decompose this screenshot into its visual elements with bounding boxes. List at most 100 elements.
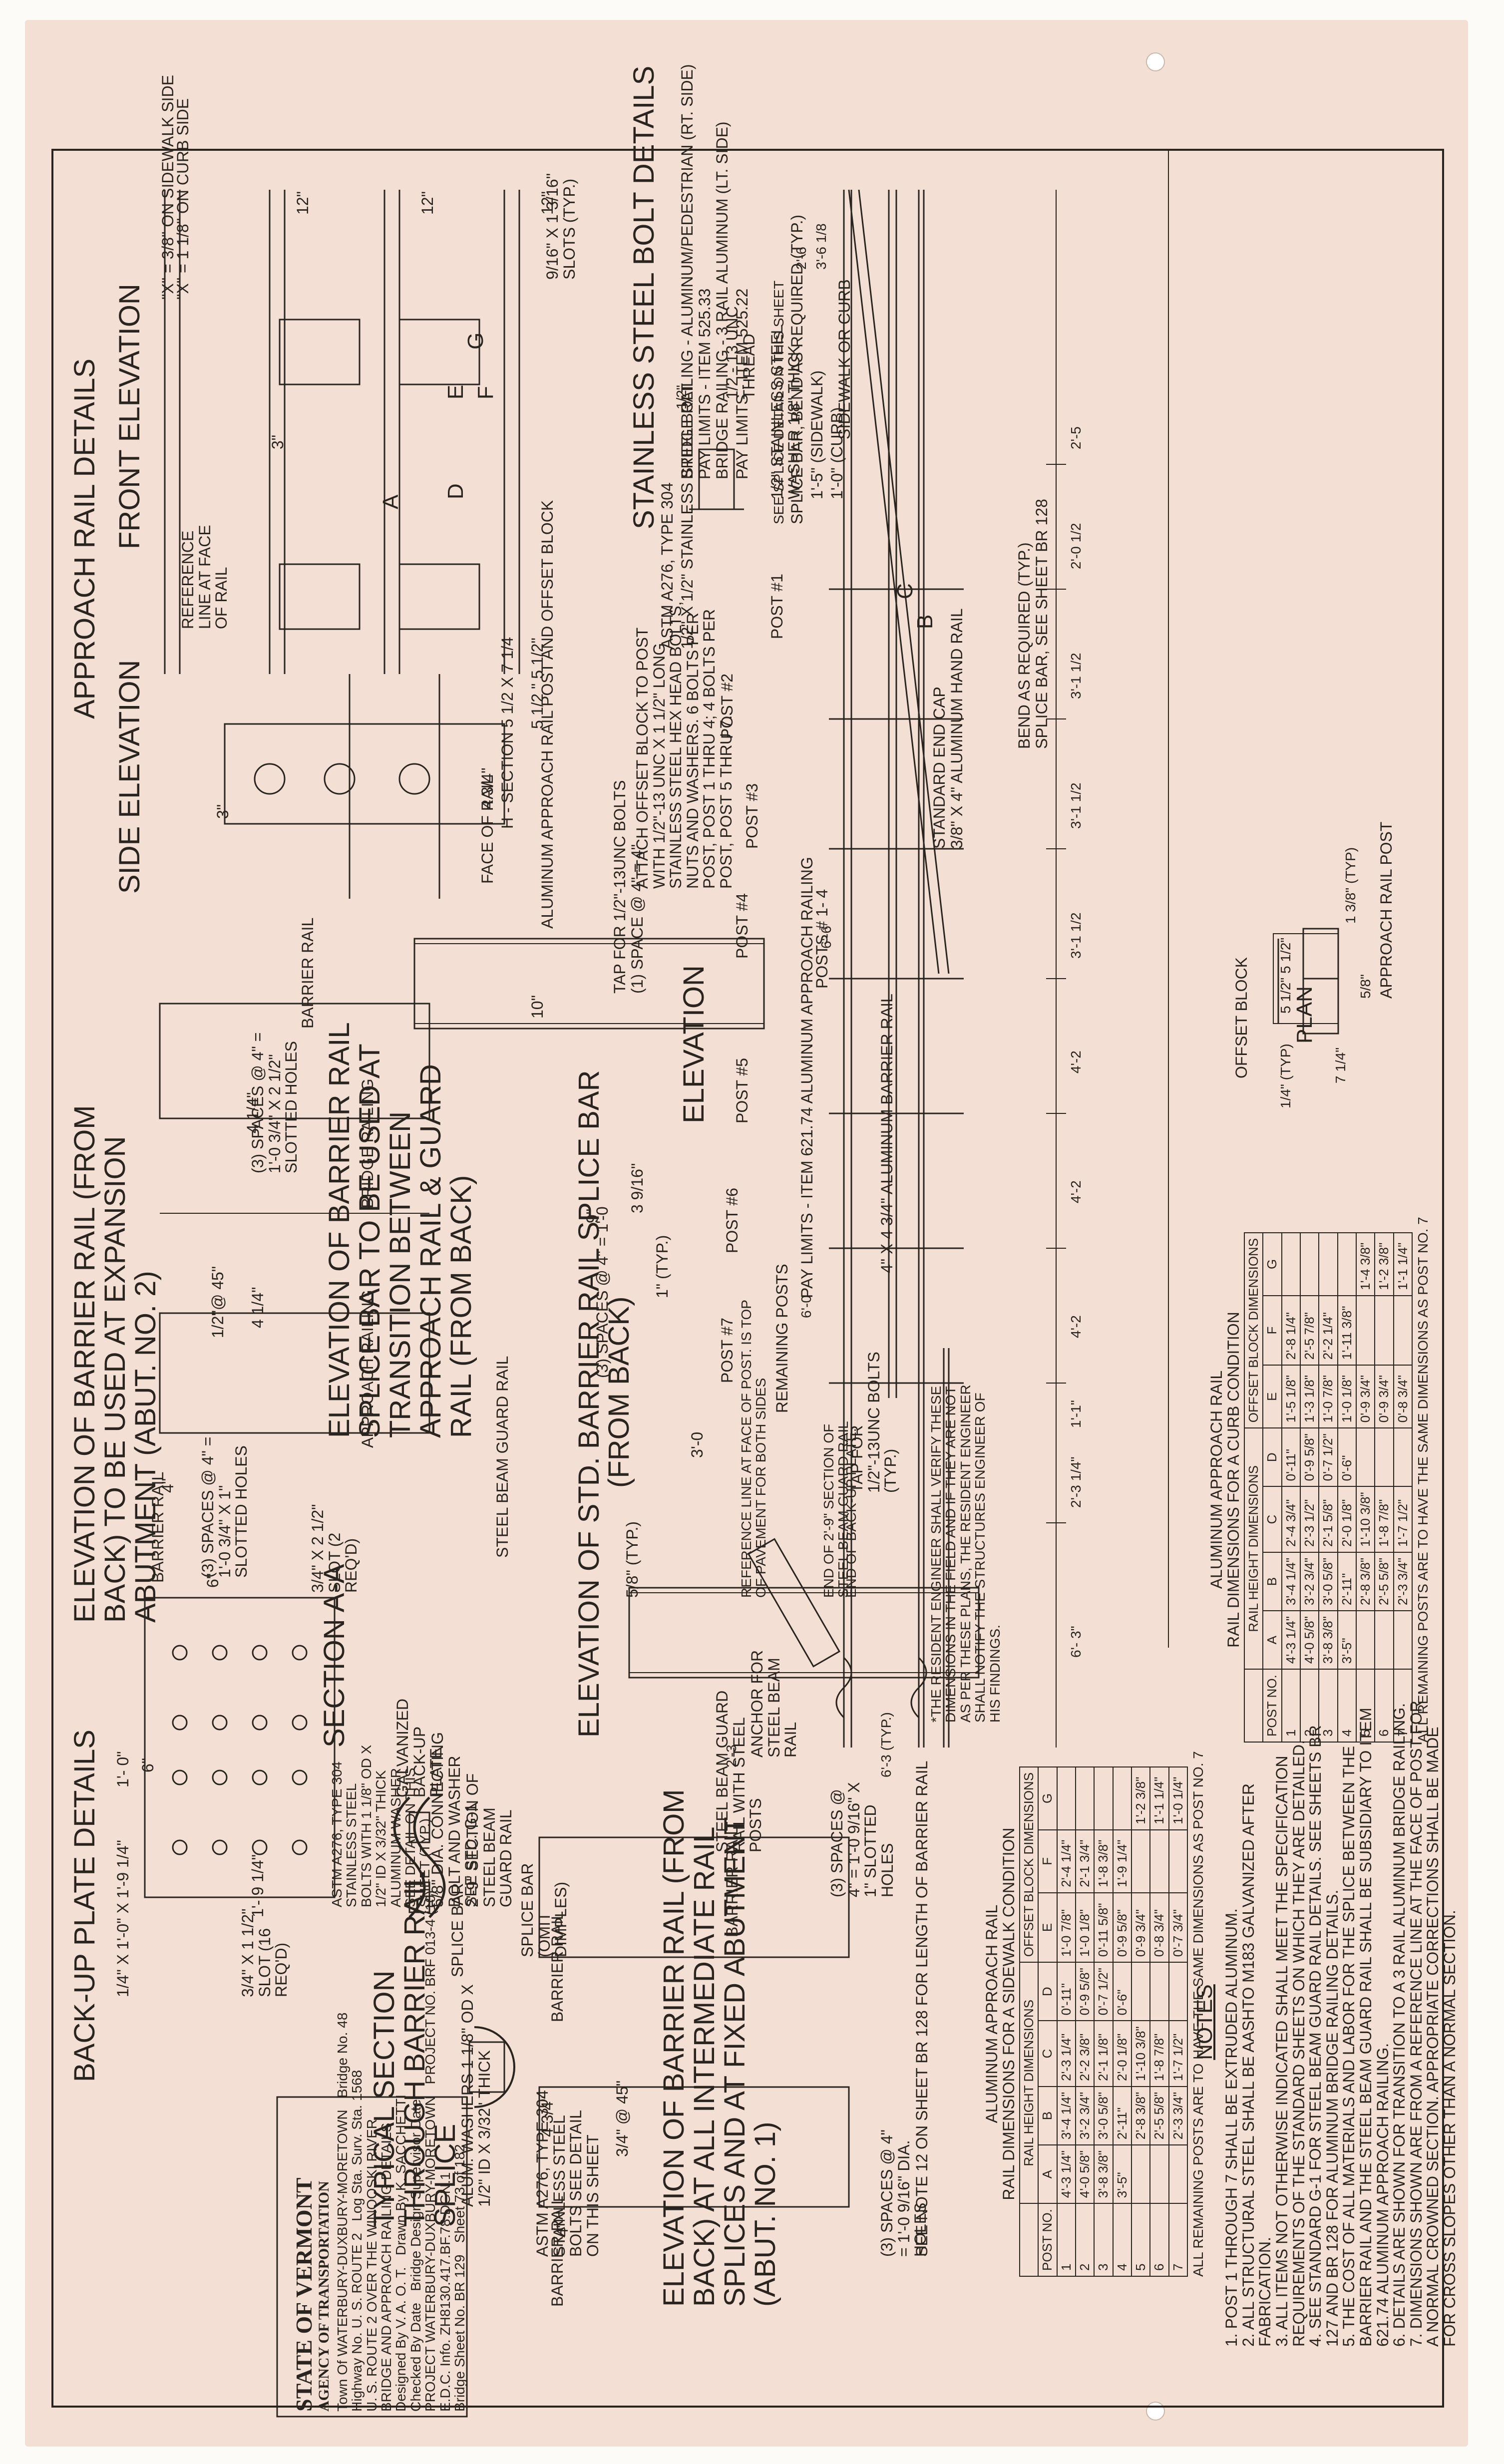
note-item: 7. DIMENSIONS SHOWN ARE FROM A REFERENCE…	[1407, 1701, 1459, 2347]
post-6: POST #6	[723, 1187, 741, 1253]
dim-4-2c: 4'-2	[1068, 1315, 1084, 1338]
table-cell: 2'-5 5/8"	[1150, 2086, 1169, 2145]
front-elevation-lines	[164, 190, 520, 674]
backup-d6a: 6"	[204, 1573, 222, 1588]
plan-dim-2: 5/8"	[1358, 974, 1373, 999]
intermediate-spaces: (3) SPACES @ 4" = 1'-0 9/16" X 1" SLOTTE…	[828, 1782, 896, 1897]
note-item: 4. SEE STANDARD G-1 FOR STEEL BEAM GUARD…	[1306, 1725, 1341, 2347]
table-cell	[1057, 1766, 1076, 1830]
bolt-washer: 1/2" STAINLESS STEEL WASHER 1/8" THICK	[768, 326, 803, 500]
table-cell: 7	[1168, 2203, 1187, 2276]
table-cell	[1131, 1829, 1150, 1893]
table-cell: 1'-2 3/8"	[1375, 1232, 1394, 1296]
table-cell: 1'-5 1/8"	[1281, 1365, 1301, 1428]
table-cell: 5	[1131, 2203, 1150, 2276]
backup-title: BACK-UP PLATE DETAILS	[68, 1730, 101, 2082]
approach-lbl-e: E	[443, 384, 468, 399]
side-elevation: SIDE ELEVATION	[113, 660, 146, 894]
tb-town: WATERBURY-DUXBURY-MORETOWN	[334, 2110, 350, 2357]
table-cell: 1	[1281, 1669, 1301, 1742]
table-cell: 0'-11"	[1281, 1428, 1301, 1487]
table-cell: 0'-7 1/2"	[1094, 1962, 1113, 2021]
table-cell: 2'-3 1/4"	[1057, 2021, 1076, 2087]
table-sidewalk-title: ALUMINUM APPROACH RAIL	[983, 1904, 1001, 2123]
resident-note: *THE RESIDENT ENGINEER SHALL VERIFY THES…	[928, 1385, 1003, 1723]
tb-project-no-label: PROJECT NO.	[422, 1990, 438, 2085]
table-cell	[1337, 1232, 1356, 1296]
tb-project: WATERBURY-DUXBURY-MORETOWN	[422, 2096, 438, 2343]
table-cell: 2'-11"	[1337, 1552, 1356, 1611]
post-1: POST #1	[768, 573, 786, 639]
approach-lbl-c: C	[893, 583, 917, 599]
post-3: POST #3	[743, 783, 761, 849]
table-cell: 0'-9 3/4"	[1131, 1892, 1150, 1963]
table-header-cell: POST NO.	[1263, 1669, 1282, 1742]
tb-row-designed: Designed By V. A. O. T. Drawn By K. SACC…	[393, 2095, 409, 2412]
x-curb: "X" = 1 1/8" ON CURB SIDE	[174, 98, 192, 300]
table-header-cell: B	[1263, 1552, 1282, 1611]
table-cell: 3	[1319, 1669, 1338, 1742]
table-header-cell: A	[1038, 2145, 1057, 2204]
table-cell: 6	[1375, 1669, 1394, 1742]
table-cell: 2'-8 3/8"	[1356, 1552, 1375, 1611]
table-cell	[1113, 1766, 1131, 1830]
plan-dim-4: 5 1/2"	[1278, 937, 1293, 974]
table-cell	[1150, 1962, 1169, 2021]
table-header-cell: D	[1263, 1428, 1282, 1487]
table-sidewalk-footnote: ALL REMAINING POSTS ARE TO HAVE THE SAME…	[1190, 1751, 1206, 2277]
table-curb-title: ALUMINUM APPROACH RAIL	[1207, 1370, 1225, 1589]
splice-d1typ: 1" (TYP.)	[653, 1235, 671, 1298]
tb-agency: AGENCY OF TRANSPORTATION	[316, 2181, 333, 2412]
tb-state: STATE OF VERMONT	[291, 2177, 317, 2412]
dim-3-1b: 3'-1 1/2	[1068, 782, 1084, 829]
post-4: POST #4	[733, 893, 751, 959]
expansion-approach: APPROACH RAILING	[359, 1290, 376, 1448]
tb-surv-sta: Surv. Sta.	[349, 2105, 365, 2165]
table-cell	[1094, 1766, 1113, 1830]
tb-row-checked: Checked By Date Bridge Design Supervisor…	[408, 2099, 423, 2412]
table-cell: 0'-6"	[1337, 1428, 1356, 1487]
plan-dim-3: 7 1/4"	[1333, 1047, 1348, 1083]
punch-hole-bottom	[1146, 2402, 1165, 2421]
table-cell: 1'-7 1/2"	[1393, 1486, 1412, 1552]
approach-d3b: 3"	[214, 804, 232, 819]
tb-bridge-sheet-label: Bridge Sheet No.	[451, 2305, 467, 2412]
approach-title: APPROACH RAIL DETAILS	[68, 358, 101, 719]
approach-lbl-d: D	[443, 483, 468, 499]
table-cell: 0'-8 3/4"	[1150, 1892, 1169, 1963]
table-cell: 1'-10 3/8"	[1356, 1486, 1375, 1552]
elevation-dimension-line	[1046, 190, 1066, 1748]
tb-highway-label: Highway No.	[349, 2332, 365, 2412]
dim-3-1c: 3'-1 1/2	[1068, 912, 1084, 959]
bolt-unc: 1/2 - 13 UNC THREAD	[723, 306, 758, 399]
table-cell: 0'-9 3/4"	[1375, 1365, 1394, 1428]
splice-d10: 10"	[528, 995, 546, 1019]
table-cell: 1'-0 1/4"	[1168, 1766, 1187, 1830]
table-cell: 2'-4 1/4"	[1057, 1829, 1076, 1893]
approach-slots: 9/16" X 1 3/16" SLOTS (TYP.)	[543, 173, 578, 280]
table-cell: 2'-3 3/4"	[1393, 1552, 1412, 1611]
table-cell	[1131, 1962, 1150, 2021]
tb-row-town: Town Of WATERBURY-DUXBURY-MORETOWN Bridg…	[334, 2013, 350, 2412]
table-cell: 6	[1150, 2203, 1169, 2276]
intermediate-angle: 3/4" @ 45"	[613, 2080, 631, 2157]
note-item: 2. ALL STRUCTURAL STEEL SHALL BE AASHTO …	[1239, 1783, 1274, 2347]
typical-d4-3: 4 3/4"	[538, 2096, 556, 2137]
table-cell: 0'-7 3/4"	[1168, 1892, 1187, 1963]
splice-transition-steel: STEEL BEAM GUARD RAIL	[493, 1356, 511, 1558]
table-cell: 1'-1 1/4"	[1393, 1232, 1412, 1296]
splice-std-bar	[628, 1587, 980, 1679]
tb-designed: V. A. O. T.	[393, 2267, 409, 2329]
bolt-title: STAINLESS STEEL BOLT DETAILS	[628, 65, 660, 529]
dim-2-3: 2'-3 1/4"	[1068, 1456, 1084, 1508]
dim-3-6: 3'-6 1/8	[813, 223, 829, 270]
table-cell: 0'-7 1/2"	[1319, 1428, 1338, 1487]
table-cell: 1'-0 1/8"	[1076, 1892, 1095, 1963]
table-cell: 0'-9 5/8"	[1300, 1428, 1319, 1487]
table-cell: 2'-8 1/4"	[1281, 1295, 1301, 1366]
table-curb-footnote: ALL REMAINING POSTS ARE TO HAVE THE SAME…	[1415, 1217, 1431, 1743]
backup-slot: 3/4" X 2 1/2" SLOT (2 REQ'D)	[309, 1504, 361, 1593]
table-cell: 2'-0 1/8"	[1113, 2021, 1131, 2087]
